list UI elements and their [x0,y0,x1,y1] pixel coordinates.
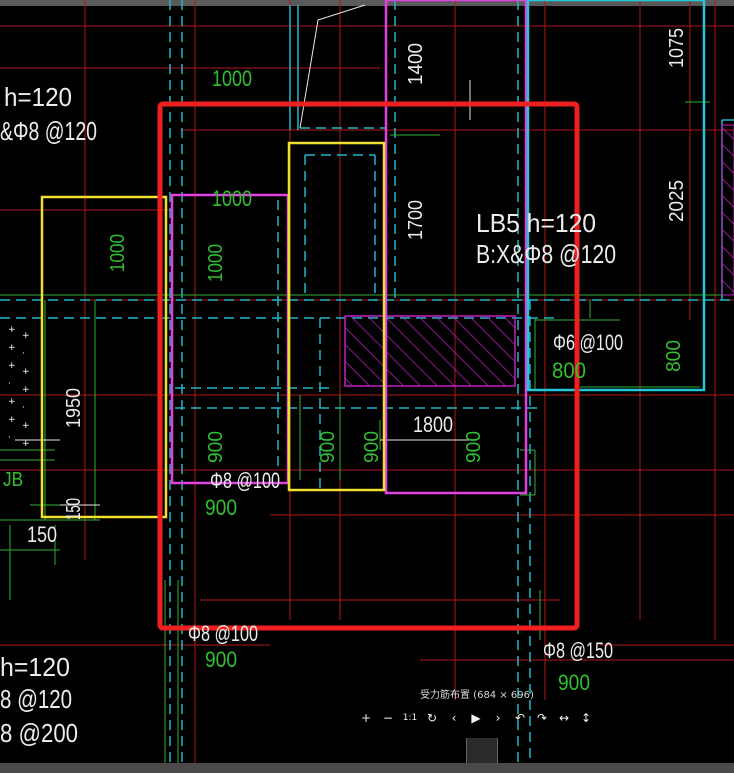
highlight-box-yellow-left [40,195,168,519]
rebar-phi8-150: Φ8 @150 [543,638,613,663]
svg-text:·: · [8,433,11,443]
highlight-box-magenta-top [384,0,528,495]
green-dimension-lines [0,101,734,773]
undo-icon[interactable]: ↶ [514,711,526,725]
fit-width-icon[interactable]: ↔ [558,711,570,725]
thumbnail-strip[interactable] [466,738,498,763]
dim-green-1000-top: 1000 [212,66,252,91]
slab-lb5-label: LB5 h=120 [476,208,596,238]
white-leader-lines [15,4,471,506]
redo-icon[interactable]: ↷ [536,711,548,725]
rotate-icon[interactable]: ↻ [426,711,438,725]
zoom-in-button[interactable]: + [360,711,372,725]
dim-green-800-vertical: 800 [663,340,685,372]
svg-text:+: + [8,415,16,425]
svg-text:+: + [22,439,30,449]
white-label-group: h=120 &Φ8 @120 LB5 h=120 B:X&Φ8 @120 h=1… [0,82,616,748]
rebar-left-bottom-1: 8 @120 [0,684,72,714]
svg-text:+: + [8,343,16,353]
highlight-box-cyan [526,0,706,392]
wall-stipple: + + + · + + · + + · + + · + [8,325,30,449]
rebar-phi8-100-mid: Φ8 @100 [210,468,280,493]
dim-green-1000-mid: 1000 [212,186,252,211]
dim-green-900-h3: 900 [558,670,590,695]
lb5-rebar-label: B:X&Φ8 @120 [476,239,616,269]
dim-green-900-vertical-1: 900 [205,431,227,463]
highlight-box-yellow-mid [287,141,386,492]
highlight-box-red [157,101,580,631]
dim-green-900-vertical-2: 900 [317,431,339,463]
rebar-left-bottom-2: 8 @200 [0,718,78,748]
hatched-opening [344,315,516,387]
dim-green-900-h2: 900 [205,647,237,672]
hatched-edge-right [721,124,734,296]
play-icon[interactable]: ▶ [471,711,481,725]
dim-green-800-a: 800 [552,358,586,383]
dim-1700: 1700 [405,200,427,240]
dim-2025: 2025 [666,180,688,222]
viewer-image-caption: 受力筋布置 (684 × 696) [420,690,534,701]
viewer-toolbar: + − 1:1 ↻ ‹ ▶ › ↶ ↷ ↔ ↕ [356,708,596,728]
dim-1075: 1075 [666,28,688,68]
dim-green-900-h1: 900 [205,495,237,520]
slab-h-left-top: h=120 [4,82,72,112]
actual-size-button[interactable]: 1:1 [402,713,418,723]
top-edge-bar [0,0,734,6]
svg-text:·: · [22,349,25,359]
svg-text:·: · [22,403,25,413]
zoom-out-button[interactable]: − [382,711,394,725]
rebar-phi6-label: Φ6 @100 [553,330,623,355]
dim-1400: 1400 [405,43,427,85]
highlight-box-magenta-left [170,193,290,485]
previous-icon[interactable]: ‹ [451,711,457,725]
dim-150: 150 [27,522,57,547]
svg-text:+: + [22,367,30,377]
dim-1800: 1800 [413,412,453,437]
rebar-left-top: &Φ8 @120 [0,116,97,146]
svg-text:+: + [8,361,16,371]
dim-1950: 1950 [63,388,85,428]
dim-green-1000-vertical-mid: 1000 [205,244,227,282]
dim-green-900-vertical-3: 900 [361,431,383,463]
svg-text:+: + [22,421,30,431]
dim-green-1000-vertical-left: 1000 [107,234,129,272]
next-icon[interactable]: › [495,711,501,725]
svg-text:+: + [8,397,16,407]
rebar-phi8-100-bottom: Φ8 @100 [188,621,258,646]
dim-green-900-vertical-4: 900 [463,431,485,463]
bottom-scroll-bar[interactable] [0,763,734,773]
svg-text:+: + [22,331,30,341]
slab-h-left-bottom: h=120 [0,652,70,682]
fit-height-icon[interactable]: ↕ [580,711,592,725]
svg-text:·: · [8,379,11,389]
svg-text:+: + [22,385,30,395]
jb-tag: JB [3,469,23,491]
dim-150-vertical: 150 [63,498,85,520]
svg-text:+: + [8,325,16,335]
